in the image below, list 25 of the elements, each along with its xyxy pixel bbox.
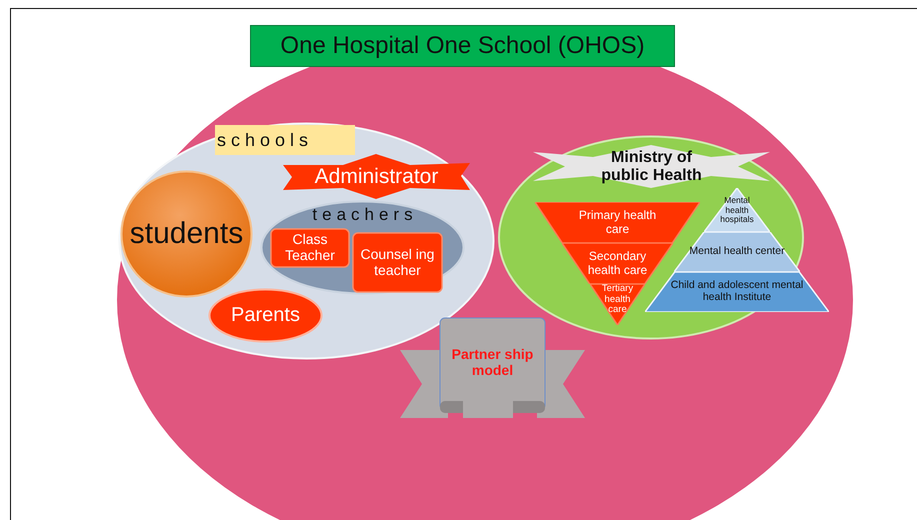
triangle-band (535, 202, 700, 243)
teacher-ellipse (260, 200, 465, 295)
node-label: Primary health care (578, 209, 658, 236)
group-heading: schools (217, 130, 314, 150)
parents-ellipse (208, 288, 323, 343)
node-label: Ministry of public Health (600, 148, 703, 184)
pyramid-band (645, 272, 829, 312)
node-label: Child and adolescent mental health Institute (670, 280, 804, 304)
ribbon-banner (283, 154, 470, 199)
node-label: students (130, 217, 244, 251)
students-circle (120, 170, 253, 298)
node-label: Secondary health care (586, 250, 648, 277)
node-label: Tertiary health care (600, 284, 634, 316)
triangle-band (590, 284, 645, 325)
node-label: Class Teacher (284, 232, 336, 264)
node-label: Mental health center (689, 246, 785, 258)
star-banner (533, 145, 770, 188)
node-label: Parents (231, 304, 300, 327)
rounded-box (352, 232, 443, 293)
group-heading: teachers (312, 205, 418, 225)
pyramid-band (674, 232, 800, 272)
title-banner: One Hospital One School (OHOS) (250, 25, 675, 67)
node-label: Administrator (314, 164, 438, 188)
node-label: Counsel ing teacher (360, 246, 436, 278)
rounded-box (270, 228, 350, 268)
